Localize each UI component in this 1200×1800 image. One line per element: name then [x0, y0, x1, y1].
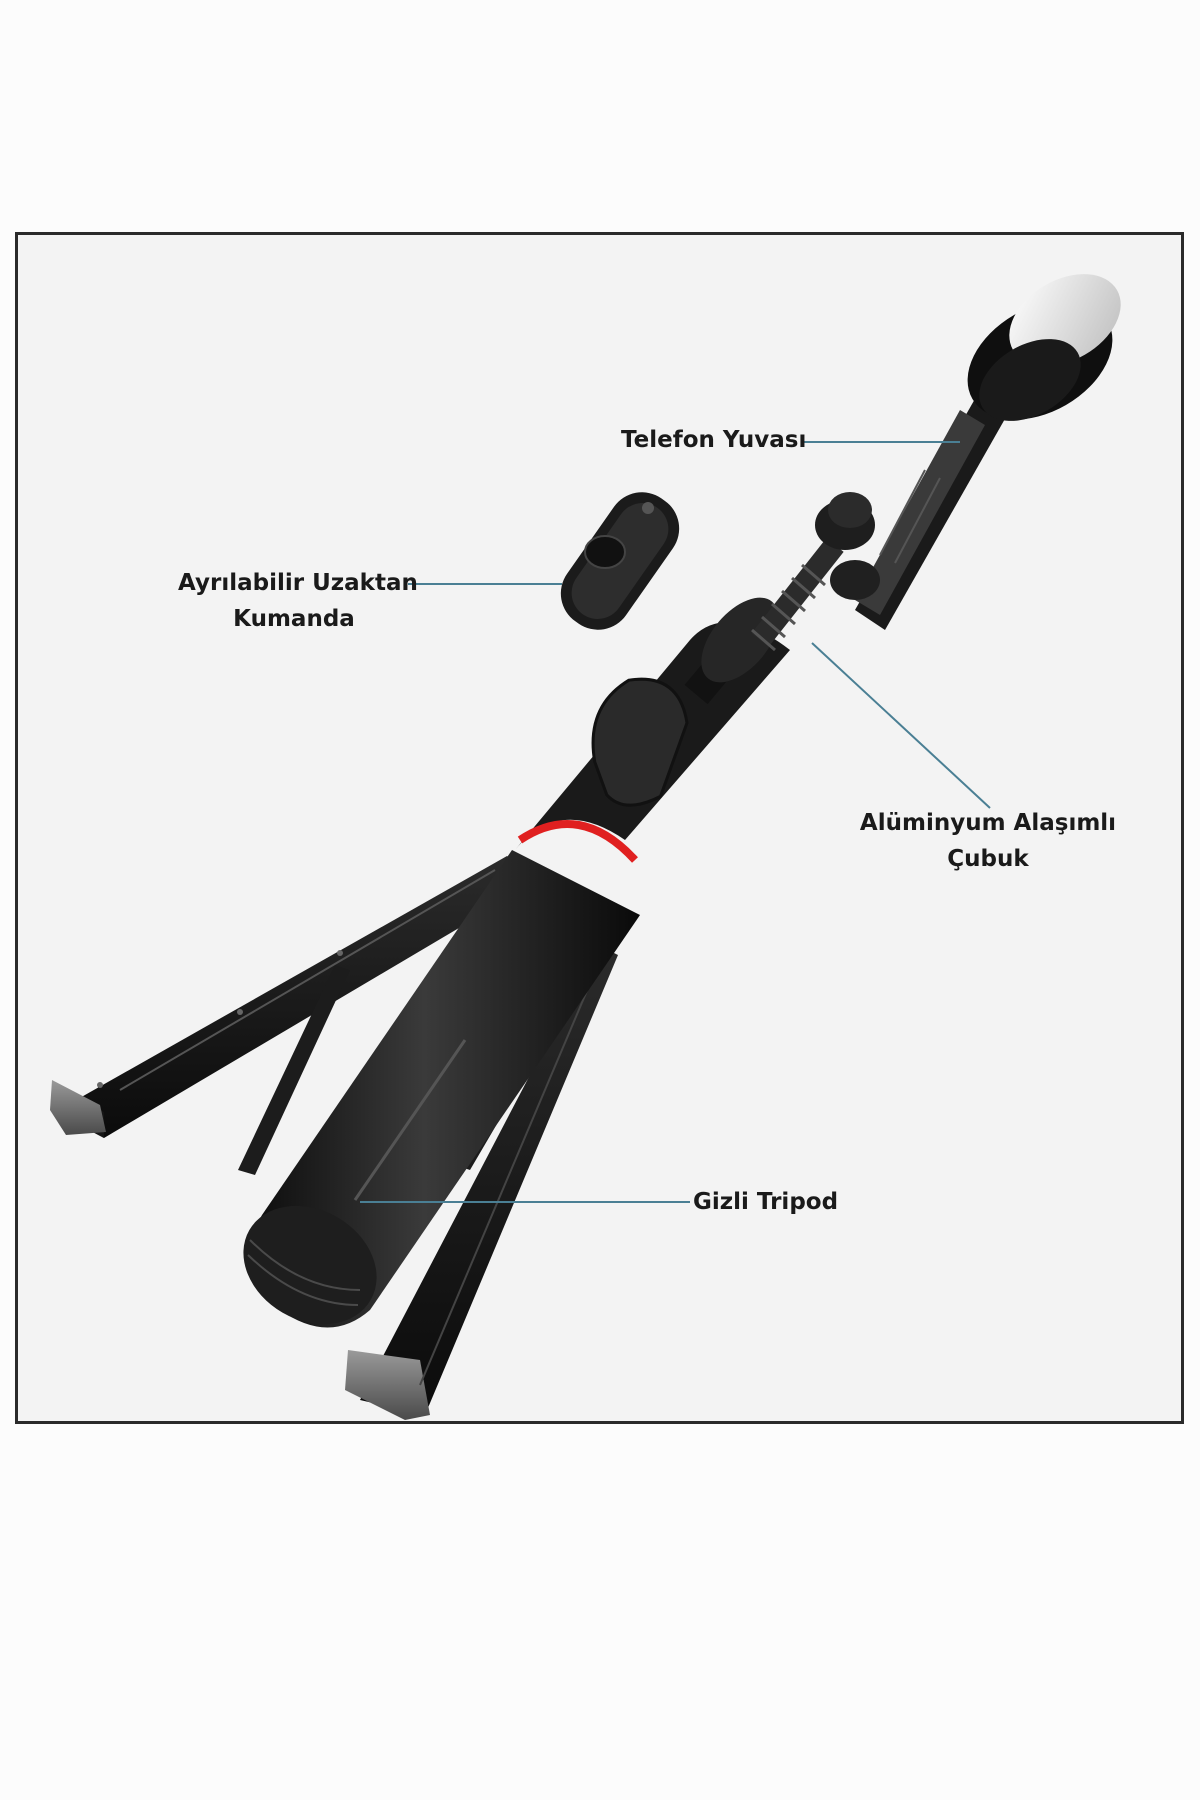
phone-holder: [815, 390, 1010, 630]
callout-line-rod: [811, 642, 991, 809]
remote-shutter-button-icon: [584, 535, 626, 569]
aluminum-rod: [751, 538, 844, 652]
upper-shaft: [515, 597, 790, 863]
tripod-leg-right: [345, 945, 618, 1420]
tripod-leg-left: [50, 856, 540, 1138]
label-rod: Alüminyum Alaşımlı Çubuk: [858, 805, 1118, 877]
label-rod-line1: Alüminyum Alaşımlı: [859, 810, 1117, 836]
label-phone-holder: Telefon Yuvası: [621, 427, 807, 453]
callout-lines: [360, 441, 991, 1203]
label-rod-line2: Çubuk: [947, 846, 1029, 872]
label-remote-line2: Kumanda: [233, 606, 355, 632]
red-accent-ring: [517, 820, 638, 863]
bluetooth-remote: [560, 492, 680, 630]
handle-body: [243, 850, 640, 1328]
fill-light-cap: [967, 274, 1121, 421]
label-remote-line1: Ayrılabilir Uzaktan: [178, 570, 418, 596]
label-tripod: Gizli Tripod: [693, 1189, 839, 1215]
label-remote: Ayrılabilir Uzaktan Kumanda: [178, 565, 418, 637]
